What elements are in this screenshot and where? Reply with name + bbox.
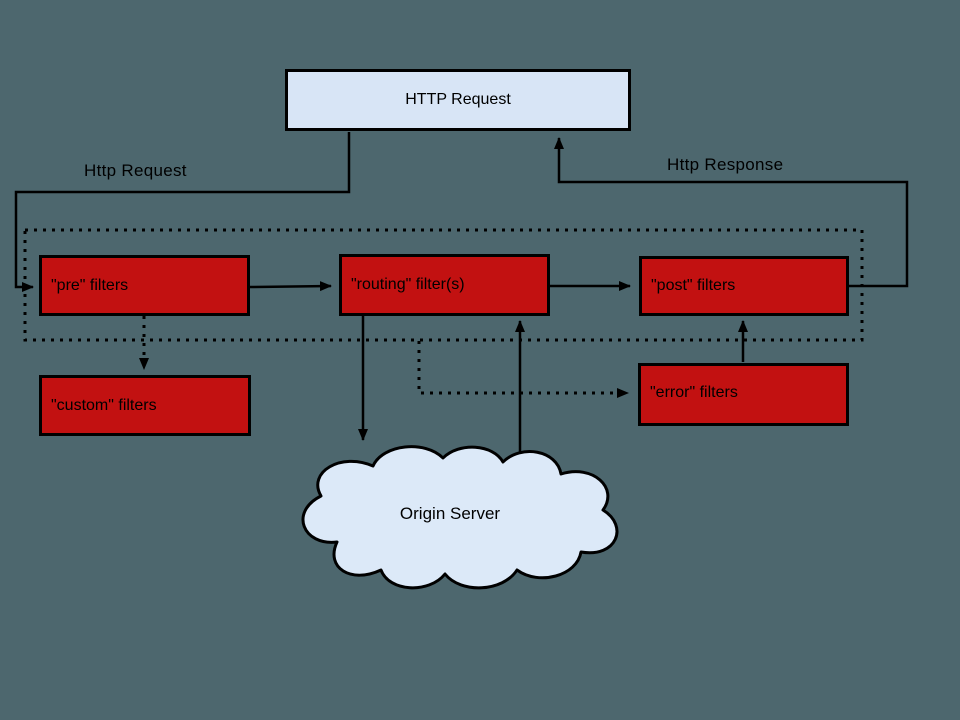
edge-chain-to-error-dotted [417, 341, 629, 398]
node-post-filters-label: "post" filters [651, 277, 736, 295]
node-http-request: HTTP Request [285, 69, 631, 131]
edge-pre-to-routing [249, 281, 332, 292]
edge-request-to-pre [14, 132, 351, 292]
node-http-request-label: HTTP Request [405, 91, 511, 109]
node-custom-filters-label: "custom" filters [51, 396, 157, 414]
node-error-filters-label: "error" filters [650, 384, 738, 401]
node-pre-filters: "pre" filters [39, 255, 250, 316]
edge-label-http-request: Http Request [84, 161, 187, 180]
node-routing-filters-label: "routing" filter(s) [351, 276, 465, 294]
node-routing-filters: "routing" filter(s) [339, 254, 550, 316]
edge-label-http-response: Http Response [667, 155, 784, 174]
node-pre-filters-label: "pre" filters [51, 276, 129, 294]
node-post-filters: "post" filters [639, 256, 849, 316]
origin-server-cloud-shape [301, 445, 619, 590]
node-custom-filters: "custom" filters [39, 375, 251, 436]
edge-post-to-response [554, 137, 909, 288]
node-origin-server-label: Origin Server [399, 504, 501, 523]
node-error-filters: "error" filters [638, 363, 849, 426]
